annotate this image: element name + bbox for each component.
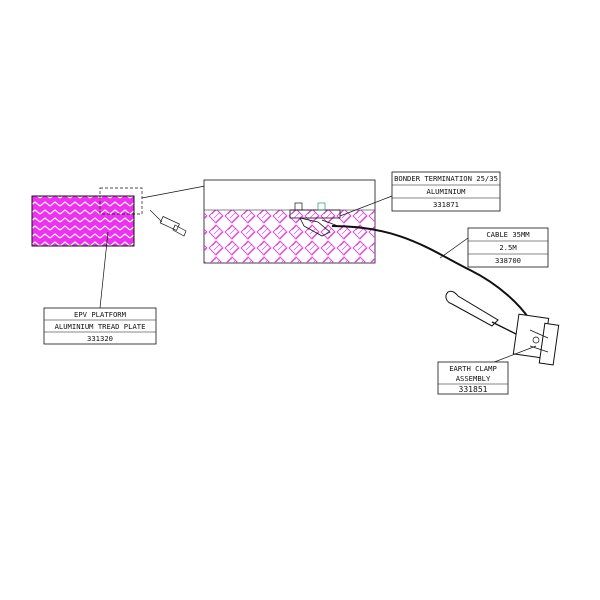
clamp-part: 331851	[459, 385, 488, 394]
platform-material: ALUMINIUM TREAD PLATE	[55, 322, 146, 331]
cable-leader	[439, 237, 469, 259]
epv-platform	[31, 187, 187, 309]
tread-plate	[31, 195, 135, 247]
clamp-title-line2: ASSEMBLY	[456, 374, 491, 383]
tread-plate-section	[204, 210, 375, 263]
bonder-material: ALUMINIUM	[427, 187, 467, 196]
bonder-leader	[339, 195, 393, 217]
detail-callout-box	[99, 187, 143, 215]
cable	[331, 225, 531, 321]
earth-clamp-icon	[445, 290, 560, 366]
cable-label-table: CABLE 35MM 2.5M 338700	[467, 227, 549, 268]
platform-label-table: EPV PLATFORM ALUMINIUM TREAD PLATE 33132…	[43, 307, 157, 345]
bonder-title: BONDER TERMINATION 25/35	[394, 174, 498, 183]
detail-leader	[141, 185, 206, 199]
bonder-label-table: BONDER TERMINATION 25/35 ALUMINIUM 33187…	[391, 171, 501, 212]
cable-length: 2.5M	[499, 243, 517, 252]
clamp-label-table: EARTH CLAMP ASSEMBLY 331851	[437, 361, 509, 395]
bonder-part: 331871	[433, 200, 459, 209]
bonder-termination-icon	[289, 202, 341, 237]
platform-title: EPV PLATFORM	[74, 310, 127, 319]
cable-title: CABLE 35MM	[486, 230, 530, 239]
platform-part: 331320	[87, 334, 113, 343]
detail-view	[203, 179, 376, 264]
cable-part: 338700	[495, 256, 521, 265]
clamp-title-line1: EARTH CLAMP	[449, 364, 497, 373]
small-bolt-icon	[149, 209, 187, 237]
